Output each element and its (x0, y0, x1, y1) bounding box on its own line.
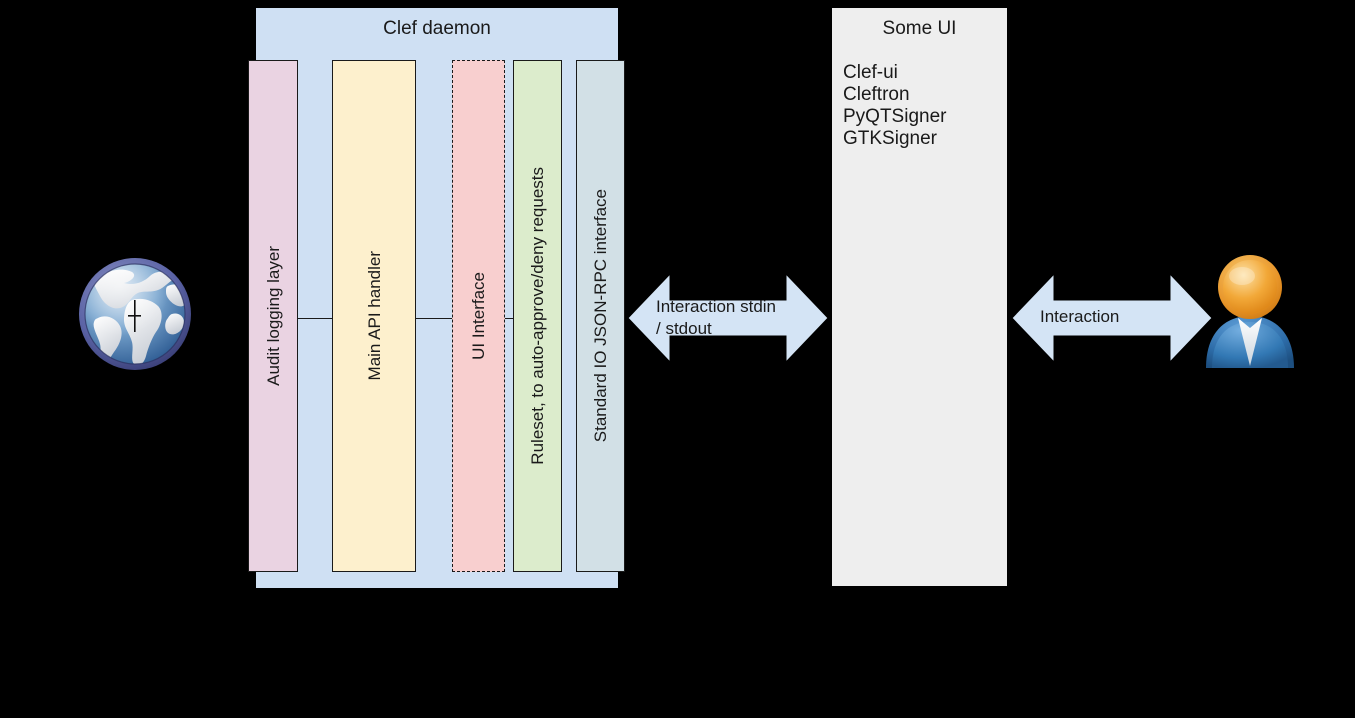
stdio-arrow-label: Interaction stdin / stdout (656, 297, 777, 338)
clef-daemon-container (256, 8, 618, 588)
layer-ruleset-label: Ruleset, to auto-approve/deny requests (528, 167, 547, 465)
layer-ui-interface: UI Interface (452, 60, 505, 572)
layer-standard-io-jsonrpc-label: Standard IO JSON-RPC interface (591, 189, 610, 443)
layer-ui-interface-label: UI Interface (469, 272, 488, 360)
layer-audit-logging-label: Audit logging layer (263, 246, 283, 386)
list-item: Clef-ui (843, 62, 898, 83)
interaction-arrow-label: Interaction (1040, 307, 1120, 326)
list-item: PyQTSigner (843, 106, 947, 127)
user-icon (1200, 252, 1300, 370)
layer-main-api-handler-label: Main API handler (364, 251, 384, 381)
globe-icon (72, 252, 202, 382)
clef-daemon-title: Clef daemon (383, 18, 491, 39)
connector-line-ui-ruleset (505, 318, 513, 319)
some-ui-list: Clef-ui Cleftron PyQTSigner GTKSigner (843, 62, 946, 150)
some-ui-panel (832, 8, 1007, 586)
layer-audit-logging: Audit logging layer (248, 60, 298, 572)
layer-main-api-handler: Main API handler (332, 60, 416, 572)
connector-line-api-ui (416, 318, 452, 319)
stdio-arrow (628, 270, 828, 366)
interaction-arrow (1012, 270, 1212, 366)
layer-ruleset: Ruleset, to auto-approve/deny requests (513, 60, 562, 572)
some-ui-title: Some UI (882, 18, 957, 39)
layer-standard-io-jsonrpc: Standard IO JSON-RPC interface (576, 60, 625, 572)
connector-line-audit-api (298, 318, 332, 319)
list-item: Cleftron (843, 84, 910, 105)
list-item: GTKSigner (843, 128, 937, 149)
